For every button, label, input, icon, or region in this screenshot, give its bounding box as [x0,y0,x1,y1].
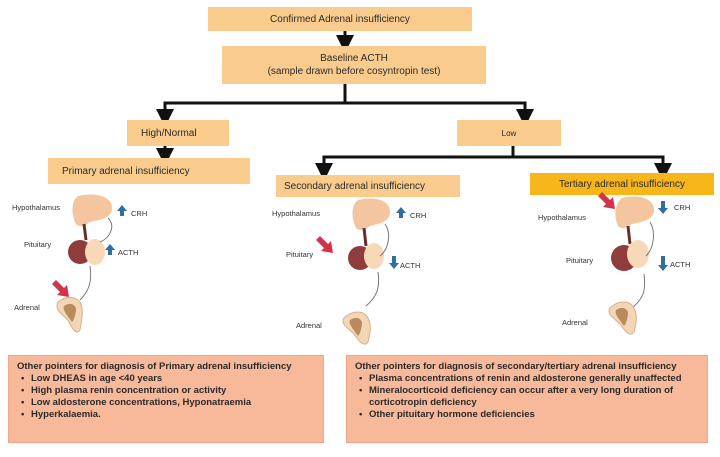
lesion-arrow-icon [598,192,615,209]
lesion-arrow-icon [316,236,333,253]
adrenal-label: Adrenal [296,321,322,330]
adrenal-label: Adrenal [562,318,588,327]
pituitary-stalk [82,223,88,241]
pituitary-stalk [362,227,368,247]
acth-down-arrow-icon [658,256,668,271]
list-item: Plasma concentrations of renin and aldos… [359,373,699,385]
hypothalamus-shape [352,198,390,231]
hypothalamus-shape [72,194,112,227]
primary-pointers-title: Other pointers for diagnosis of Primary … [17,361,292,372]
hpa-illustration-tertiary [598,192,668,335]
hpa-illustration-secondary [316,198,406,345]
acth-down-arrow-icon [389,256,399,269]
acth-label: ACTH [670,260,691,269]
crh-label: CRH [410,211,427,220]
list-item: Mineralocorticoid deficiency can occur a… [359,385,699,409]
low-box: Low [457,120,561,146]
connector-branch-low [322,155,672,181]
crh-label: CRH [674,203,691,212]
baseline-acth-title: Baseline ACTH [320,53,388,64]
acth-label: ACTH [400,261,421,270]
primary-adrenal-insufficiency-box: Primary adrenal insufficiency [48,158,250,184]
crh-up-arrow-icon [396,207,406,218]
list-item: Low DHEAS in age <40 years [21,373,315,385]
high-normal-box: High/Normal [127,120,229,146]
adrenal-label: Adrenal [14,303,40,312]
hypothalamus-label: Hypothalamus [538,213,586,222]
secondary-adrenal-insufficiency-box: Secondary adrenal insufficiency [276,175,460,197]
confirmed-adrenal-insufficiency-box: Confirmed Adrenal insufficiency [208,7,472,31]
pituitary-anterior [364,243,384,269]
acth-label: ACTH [118,248,139,257]
list-item: Hyperkalaemia. [21,409,315,421]
secondary-tertiary-pointers-title: Other pointers for diagnosis of secondar… [355,361,677,372]
pituitary-stalk [626,225,632,245]
primary-pointers-box: Other pointers for diagnosis of Primary … [8,355,324,443]
primary-pointers-list: Low DHEAS in age <40 years High plasma r… [17,373,315,421]
list-item: Low aldosterone concentrations, Hyponatr… [21,397,315,409]
hpa-axis-primary: Hypothalamus Pituitary Adrenal CRH ACTH [0,190,240,350]
crh-label: CRH [131,209,148,218]
hpa-axis-secondary: Hypothalamus Pituitary Adrenal CRH ACTH [260,190,480,350]
baseline-acth-box: Baseline ACTH (sample drawn before cosyn… [222,46,486,84]
pituitary-anterior [627,240,649,268]
pituitary-label: Pituitary [24,240,52,249]
secondary-tertiary-pointers-list: Plasma concentrations of renin and aldos… [355,373,699,421]
list-item: Other pituitary hormone deficiencies [359,409,699,421]
connector-branch-main [163,101,534,127]
hpa-axis-tertiary: Hypothalamus Pituitary Adrenal CRH ACTH [530,190,720,350]
crh-up-arrow-icon [117,205,127,216]
crh-down-arrow-icon [658,201,668,214]
pituitary-label: Pituitary [566,256,594,265]
tertiary-adrenal-insufficiency-box: Tertiary adrenal insufficiency [530,173,714,195]
secondary-tertiary-pointers-box: Other pointers for diagnosis of secondar… [346,355,708,443]
hypothalamus-shape [615,196,654,229]
hpa-illustration-primary [52,194,127,333]
pituitary-posterior [68,240,92,264]
list-item: High plasma renin concentration or activ… [21,385,315,397]
acth-up-arrow-icon [105,244,115,255]
lesion-arrow-icon [52,280,69,297]
hypothalamus-label: Hypothalamus [12,203,60,212]
baseline-acth-subtitle: (sample drawn before cosyntropin test) [267,66,441,77]
pituitary-anterior [85,239,105,265]
pituitary-label: Pituitary [286,250,314,259]
hypothalamus-label: Hypothalamus [272,209,320,218]
